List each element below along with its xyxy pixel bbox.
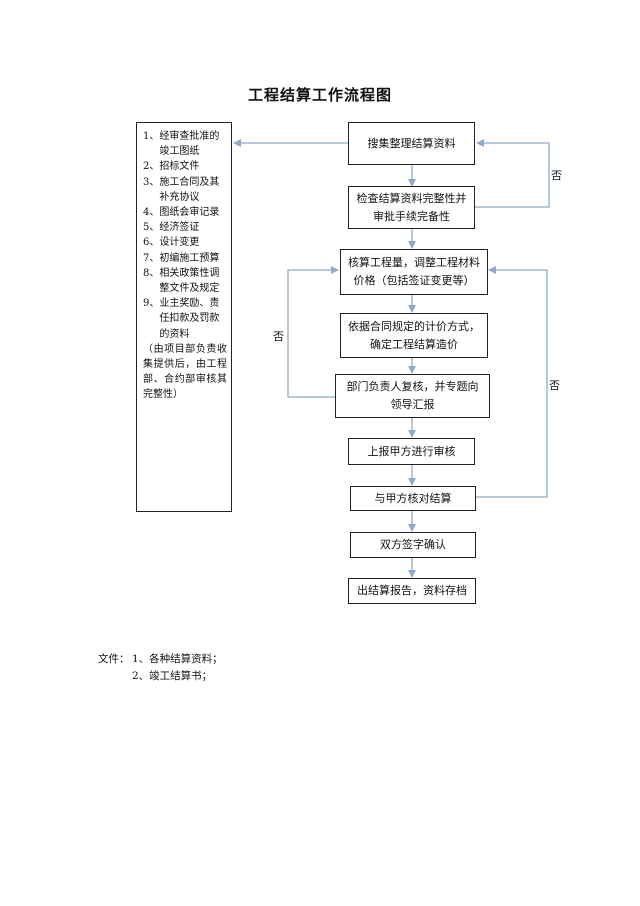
document-list-item: 4、图纸会审记录 [143,207,220,219]
check-no-label: 否 [551,169,562,182]
files-note: 文件：1、各种结算资料； 2、竣工结算书； [98,651,223,685]
document-list-note: （由项目部负责收集提供后，由工程部、合约部审核其完整性） [143,343,227,401]
step-review: 部门负责人复核，并专题向领导汇报 [335,374,490,418]
document-list-item: 3、施工合同及其补充协议 [143,176,220,203]
step-calc: 核算工程量，调整工程材料价格（包括签证变更等） [340,249,488,295]
arrow-reconcile-no-loop [476,266,548,498]
document-list-item: 9、业主奖励、责任扣款及罚款的资料 [143,298,220,340]
step-reconcile: 与甲方核对结算 [350,486,476,511]
step-submit: 上报甲方进行审核 [348,438,475,465]
document-list-item: 2、招标文件 [143,161,200,173]
document-list: 1、经审查批准的竣工图纸 2、招标文件 3、施工合同及其补充协议 4、图纸会审记… [136,122,232,512]
document-list-item: 7、初编施工预算 [143,252,220,264]
step-check: 检查结算资料完整性并审批手续完备性 [348,186,475,229]
document-list-item: 6、设计变更 [143,237,200,249]
files-item: 1、各种结算资料； [132,653,223,665]
step-sign: 双方签字确认 [350,532,476,558]
document-list-item: 8、相关政策性调整文件及规定 [143,267,220,295]
document-list-item: 5、经济签证 [143,222,200,234]
reconcile-no-label: 否 [549,379,560,392]
step-price: 依据合同规定的计价方式，确定工程结算造价 [340,313,488,358]
arrow-review-no-loop [287,266,339,398]
files-lead: 文件： [98,653,130,665]
page-title: 工程结算工作流程图 [247,86,392,104]
review-no-label: 否 [273,330,284,343]
files-item: 2、竣工结算书； [132,670,213,682]
document-list-item: 1、经审查批准的竣工图纸 [143,131,220,158]
step-report: 出结算报告，资料存档 [348,578,476,604]
arrow-check-no-loop [475,139,550,208]
step-collect: 搜集整理结算资料 [348,122,475,165]
